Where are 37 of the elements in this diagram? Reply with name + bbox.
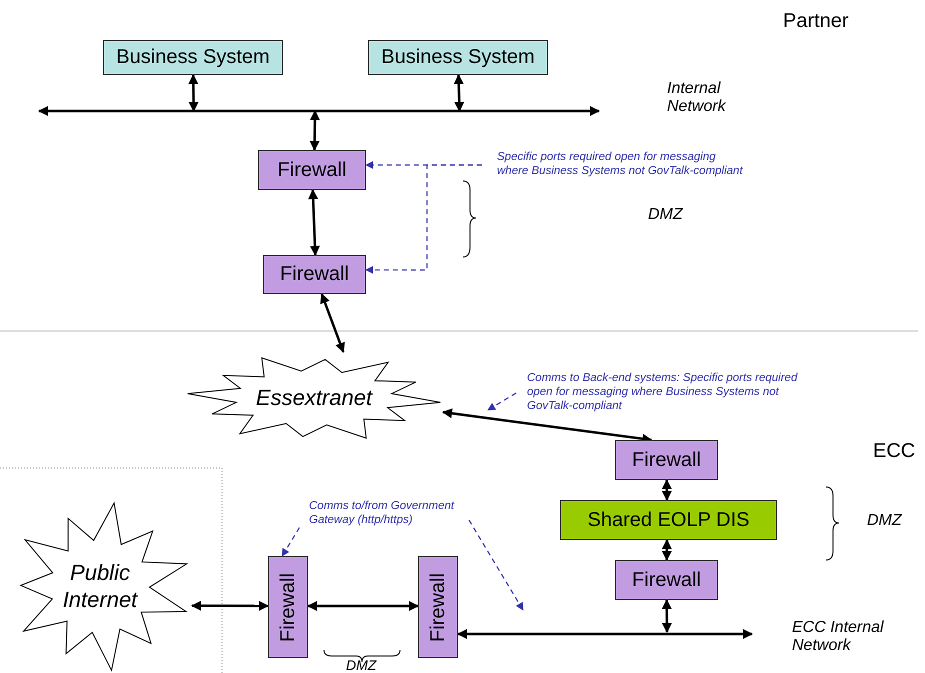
firewall-box: Firewall bbox=[418, 556, 458, 658]
leader-line bbox=[282, 527, 300, 557]
network-bus-line bbox=[38, 105, 600, 117]
leader-line bbox=[487, 392, 516, 411]
cloud-label: Public Internet bbox=[62, 560, 139, 613]
connector-arrow bbox=[454, 74, 464, 112]
leader-line bbox=[365, 164, 482, 274]
zone-label: DMZ bbox=[648, 206, 683, 224]
side-label: Partner bbox=[783, 10, 849, 33]
firewall-box: Firewall bbox=[615, 560, 718, 600]
connector-arrow bbox=[662, 599, 672, 633]
connector-arrow bbox=[191, 600, 269, 611]
connector-arrow bbox=[662, 539, 672, 561]
connector-arrow bbox=[662, 479, 672, 501]
firewall-box: Firewall bbox=[268, 556, 308, 658]
firewall-box: Firewall bbox=[258, 150, 366, 190]
note-text: Comms to Back-end systems: Specific ports required open for messaging where Business Systems not GovTalk-compliant bbox=[527, 369, 799, 417]
network-label: ECC Internal Network bbox=[792, 619, 885, 655]
firewall-box: Business System bbox=[103, 40, 283, 75]
connector-arrow bbox=[310, 110, 320, 151]
network-label: Internal Network bbox=[667, 80, 727, 116]
connector-arrow bbox=[457, 629, 753, 640]
connector-arrow bbox=[307, 600, 419, 611]
note-text: Specific ports required open for messaging where Business Systems not GovTalk-compliant bbox=[497, 141, 749, 189]
cloud-label: Essextranet bbox=[256, 384, 372, 412]
firewall-box: Firewall bbox=[615, 440, 718, 480]
firewall-box: Business System bbox=[368, 40, 548, 75]
connector-arrow bbox=[308, 189, 320, 256]
connector-arrow bbox=[188, 74, 199, 112]
zone-label: DMZ bbox=[867, 512, 902, 530]
note-text: Comms to/from Government Gateway (http/https) bbox=[309, 497, 469, 531]
firewall-box: Firewall bbox=[263, 255, 366, 294]
zone-label: DMZ bbox=[346, 657, 376, 673]
leader-line bbox=[468, 520, 524, 611]
firewall-box: Shared EOLP DIS bbox=[560, 500, 777, 540]
connector-arrow bbox=[320, 293, 345, 353]
side-label: ECC bbox=[873, 440, 916, 463]
